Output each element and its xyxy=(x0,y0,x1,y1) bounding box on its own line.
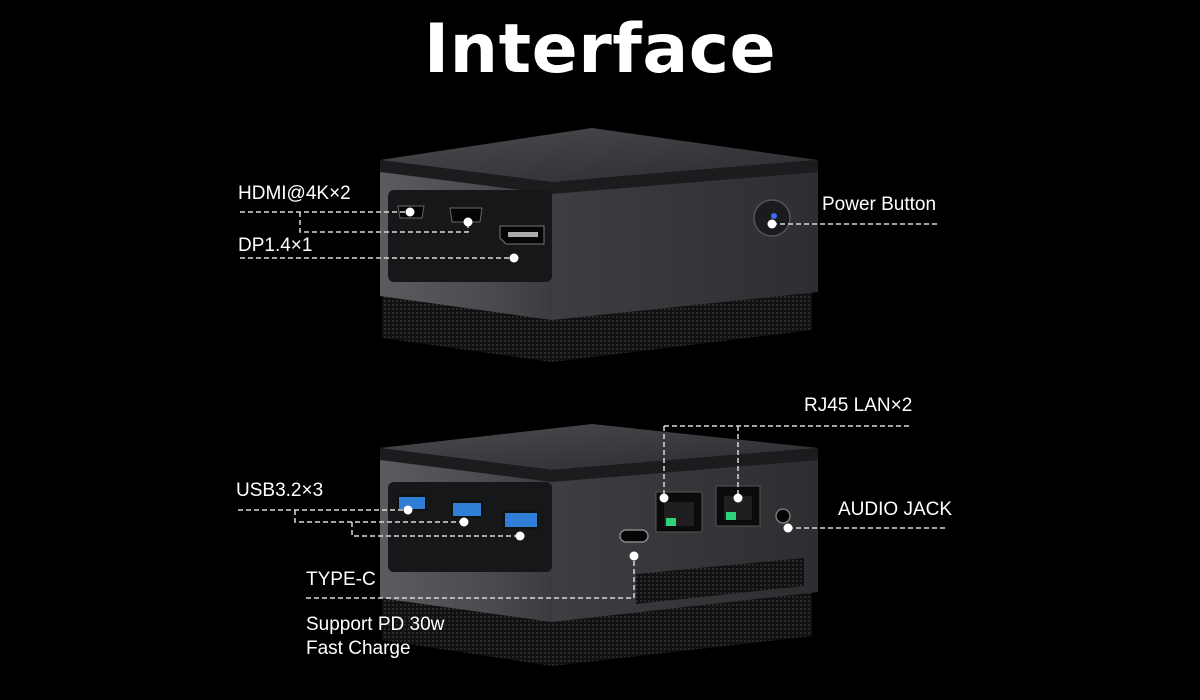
fast-charge-label: Fast Charge xyxy=(306,638,411,659)
dp-dot xyxy=(509,253,519,263)
device-front-view xyxy=(380,128,818,362)
hdmi-port-2 xyxy=(449,207,483,223)
usb-dot-3 xyxy=(515,531,525,541)
power-led xyxy=(771,213,777,219)
usb-port-1 xyxy=(397,495,427,511)
device-rear-view xyxy=(380,424,818,666)
audio-jack-label: AUDIO JACK xyxy=(838,499,953,520)
usb-port-3 xyxy=(503,511,539,529)
device-side-face xyxy=(552,172,818,320)
device-top-lid xyxy=(380,424,818,470)
pd-support-label: Support PD 30w xyxy=(306,614,445,635)
callout-dots xyxy=(403,207,793,561)
device-top-lid xyxy=(380,128,818,182)
audio-jack xyxy=(775,508,791,524)
usb-panel xyxy=(388,482,552,572)
power-dot xyxy=(767,219,777,229)
hdmi-label: HDMI@4K×2 xyxy=(238,183,351,204)
dp-label: DP1.4×1 xyxy=(238,235,313,256)
usb-dot-2 xyxy=(459,517,469,527)
page-title: Interface xyxy=(423,10,777,89)
power-button-label: Power Button xyxy=(822,194,937,215)
vent-grille xyxy=(636,558,804,604)
usb-label: USB3.2×3 xyxy=(236,480,324,501)
audio-dot xyxy=(783,523,793,533)
rj45-label: RJ45 LAN×2 xyxy=(804,395,913,416)
callout-lines xyxy=(238,211,948,599)
hdmi-dot-2 xyxy=(463,217,473,227)
typec-callout xyxy=(306,556,635,599)
typec-port xyxy=(619,529,649,543)
rj45-dot-1 xyxy=(659,493,669,503)
usb-port-2 xyxy=(451,501,483,518)
typec-label: TYPE-C xyxy=(306,569,376,590)
rj45-dot-2 xyxy=(733,493,743,503)
typec-dot xyxy=(629,551,639,561)
hdmi-dot-1 xyxy=(405,207,415,217)
usb-dot-1 xyxy=(403,505,413,515)
